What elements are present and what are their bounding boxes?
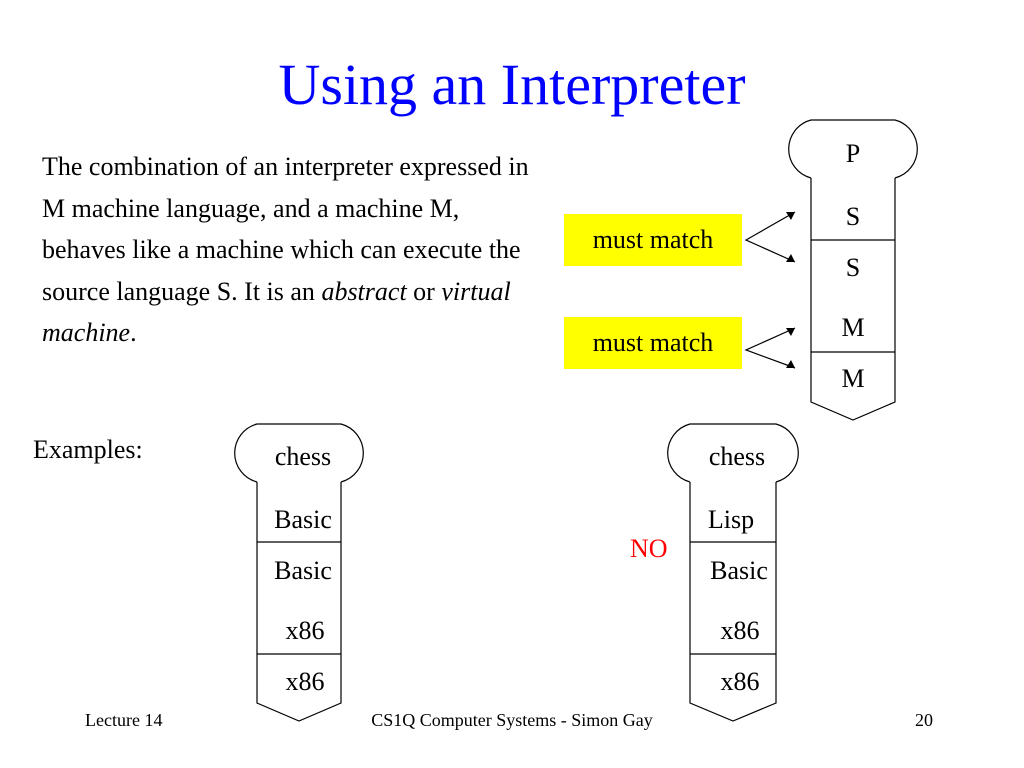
main-interpreter-shape [810,240,896,352]
match-arrowhead-top-1 [786,212,795,220]
footer-page-number: 20 [915,710,933,730]
right-interpreter-shape [689,542,777,654]
main-machine-base-label: M [841,364,864,393]
main-interp-impl-label: M [841,313,864,342]
must-match-label-bottom: must match [564,317,742,369]
main-program-shape [788,119,918,240]
examples-label: Examples: [33,435,143,464]
slide-body-text: The combination of an interpreter expres… [42,146,542,354]
footer-lecture: Lecture 14 [85,710,163,730]
left-interp-impl-label: x86 [286,616,325,645]
right-program-shape [667,423,799,542]
main-interp-source-label: S [846,202,860,231]
right-interp-impl-label: x86 [721,616,760,645]
match-arrowhead-top-2 [786,254,795,262]
slide-title: Using an Interpreter [278,52,746,117]
match-connector-top [744,211,796,263]
right-machine-shape [689,654,777,722]
right-machine-source-label: Basic [710,556,768,585]
match-connector-bottom [744,327,796,369]
footer-course: CS1Q Computer Systems - Simon Gay [371,710,653,730]
body-emphasis-abstract: abstract [321,276,407,306]
body-or: or [406,276,442,306]
right-machine-base-label: x86 [721,667,760,696]
right-program-label: chess [709,442,765,471]
match-arrowhead-bottom-1 [786,328,795,336]
left-machine-base-label: x86 [286,667,325,696]
left-program-label: chess [275,442,331,471]
main-machine-source-label: S [846,253,860,282]
body-emphasis-virtual-machine: virtual machine [42,276,511,348]
left-interpreter-shape [256,542,342,654]
body-intro: The combination of an interpreter expres… [42,152,529,306]
left-machine-source-label: Basic [274,556,332,585]
left-program-shape [234,423,364,542]
main-machine-shape [810,352,896,421]
right-interp-source-label: Lisp [708,505,754,534]
must-match-label-top: must match [564,214,742,266]
left-machine-shape [256,654,342,722]
mismatch-label: NO [630,534,668,563]
match-arrowhead-bottom-2 [786,360,795,368]
body-end: . [130,318,137,347]
main-program-label: P [846,139,860,168]
left-interp-source-label: Basic [274,505,332,534]
